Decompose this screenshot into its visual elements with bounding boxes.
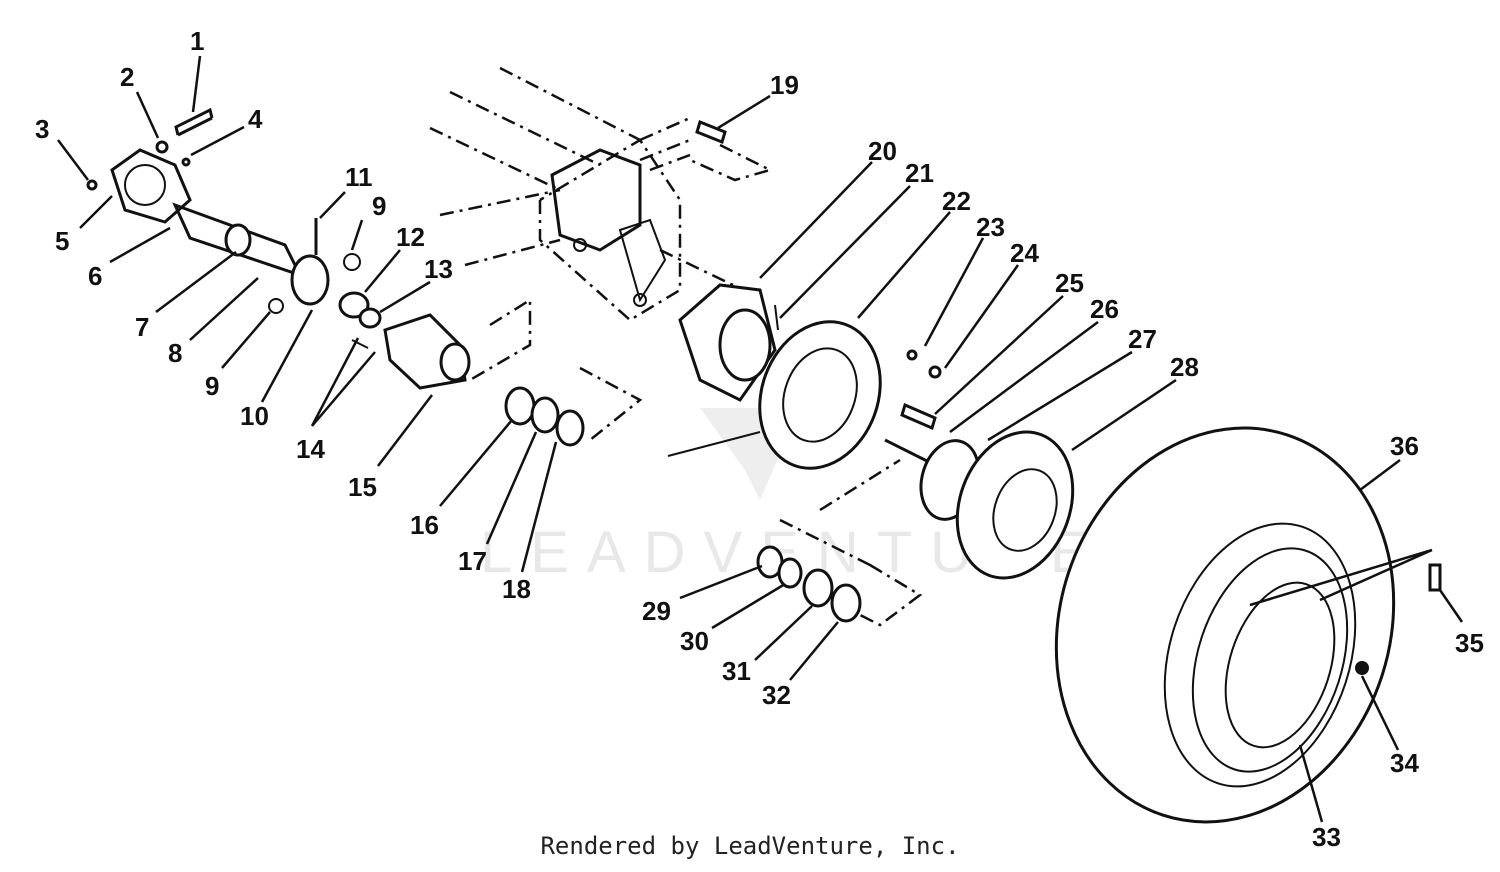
hub-brake-assembly [667, 283, 1075, 580]
callout-5: 5 [55, 226, 69, 256]
frame-outline [429, 66, 923, 627]
callout-15: 15 [348, 472, 377, 502]
callout-6: 6 [88, 261, 102, 291]
callout-25: 25 [1055, 268, 1084, 298]
callout-29: 29 [642, 596, 671, 626]
callout-10: 10 [240, 401, 269, 431]
callout-21: 21 [905, 158, 934, 188]
leader-lines [57, 55, 1464, 823]
callout-36: 36 [1390, 431, 1419, 461]
callout-12: 12 [396, 222, 425, 252]
bolt-19 [695, 119, 727, 145]
callout-8: 8 [168, 338, 182, 368]
callout-13: 13 [424, 254, 453, 284]
callout-4: 4 [248, 104, 263, 134]
yoke-and-bearings [338, 291, 585, 447]
callout-24: 24 [1010, 238, 1039, 268]
callout-26: 26 [1090, 294, 1119, 324]
callout-34: 34 [1390, 748, 1419, 778]
callout-32: 32 [762, 680, 791, 710]
callout-3: 3 [35, 114, 49, 144]
callout-9: 9 [205, 371, 219, 401]
callout-18: 18 [502, 574, 531, 604]
callout-19: 19 [770, 70, 799, 100]
callout-9: 9 [372, 191, 386, 221]
callout-16: 16 [410, 510, 439, 540]
callout-1: 1 [190, 26, 204, 56]
callout-11: 11 [345, 162, 373, 192]
callout-33: 33 [1312, 822, 1341, 852]
callout-23: 23 [976, 212, 1005, 242]
callout-17: 17 [458, 546, 487, 576]
callout-2: 2 [120, 62, 134, 92]
callout-30: 30 [680, 626, 709, 656]
callout-20: 20 [868, 136, 897, 166]
credit-line: Rendered by LeadVenture, Inc. [540, 832, 960, 860]
callout-numbers: 1 2 3 4 5 6 7 8 9 9 10 11 12 13 14 15 16… [35, 26, 1484, 852]
callout-31: 31 [722, 656, 751, 686]
callout-35: 35 [1455, 628, 1484, 658]
callout-28: 28 [1170, 352, 1199, 382]
callout-22: 22 [942, 186, 971, 216]
callout-27: 27 [1128, 324, 1157, 354]
wheel-assembly [1054, 426, 1442, 824]
bearing-rings [756, 545, 862, 623]
callout-14: 14 [296, 434, 325, 464]
callout-7: 7 [135, 312, 149, 342]
driveshaft-assembly [86, 107, 361, 314]
